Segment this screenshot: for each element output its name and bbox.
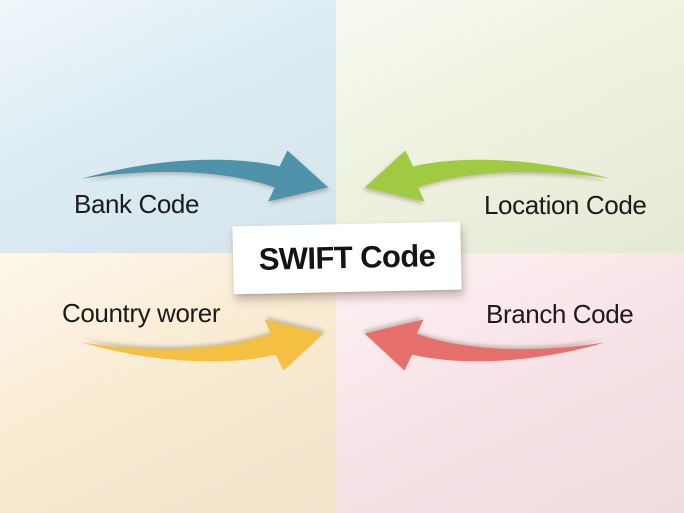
bank-code-label: Bank Code	[74, 189, 200, 219]
quadrant-branch-code	[336, 253, 684, 513]
quadrant-location-code	[336, 0, 684, 253]
location-code-arrow-icon	[364, 150, 611, 202]
swift-code-title: SWIFT Code	[258, 238, 436, 277]
branch-code-arrow-shape	[364, 319, 606, 371]
location-code-arrow-shape	[364, 150, 611, 202]
bank-code-arrow-icon	[81, 150, 329, 202]
bank-code-arrow-shape	[81, 150, 329, 202]
country-code-label: Country worer	[62, 298, 221, 328]
location-code-label: Location Code	[484, 190, 647, 220]
quadrant-country-code	[0, 253, 336, 513]
quadrant-bank-code	[0, 0, 336, 253]
country-code-arrow-icon	[81, 319, 324, 371]
branch-code-label: Branch Code	[486, 299, 634, 329]
swift-code-center-box: SWIFT Code	[232, 221, 462, 295]
country-code-arrow-shape	[81, 319, 324, 371]
branch-code-arrow-icon	[364, 319, 606, 371]
